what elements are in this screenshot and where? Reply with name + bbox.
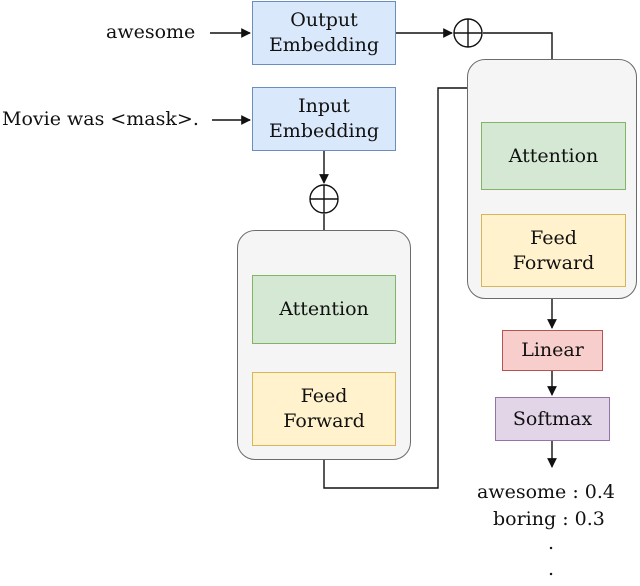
input-embedding-line2: Embedding xyxy=(268,120,380,142)
encoder-feed-forward-box: Feed Forward xyxy=(252,372,396,446)
output-embedding-box: Output Embedding xyxy=(252,1,396,65)
linear-label: Linear xyxy=(521,339,584,362)
encoder-attention-box: Attention xyxy=(252,275,396,344)
decoder-attention-box: Attention xyxy=(481,122,626,190)
output-ellipsis-dot-2: . xyxy=(548,558,555,580)
decoder-ff-line2: Forward xyxy=(512,251,595,274)
output-ellipsis-dot-1: . xyxy=(548,532,555,554)
linear-box: Linear xyxy=(502,330,603,371)
circled-plus-icon xyxy=(453,18,483,48)
encoder-attention-label: Attention xyxy=(279,298,369,321)
output-embedding-line1: Output xyxy=(290,9,358,32)
target-token-label: awesome xyxy=(106,21,196,43)
softmax-box: Softmax xyxy=(495,397,610,441)
output-prob-awesome: awesome : 0.4 xyxy=(477,481,615,503)
input-embedding-box: Input Embedding xyxy=(252,87,396,151)
encoder-ff-line2: Forward xyxy=(283,410,365,432)
circled-plus-icon xyxy=(309,184,339,214)
output-embedding-line2: Embedding xyxy=(268,34,380,56)
decoder-attention-label: Attention xyxy=(508,144,599,167)
decoder-feed-forward-box: Feed Forward xyxy=(481,214,626,287)
softmax-label: Softmax xyxy=(512,407,593,430)
decoder-ff-line1: Feed xyxy=(530,226,577,249)
input-embedding-line1: Input xyxy=(298,95,350,118)
encoder-ff-line1: Feed xyxy=(300,385,348,408)
source-sentence-label: Movie was <mask>. xyxy=(2,108,199,130)
output-prob-boring: boring : 0.3 xyxy=(493,508,605,530)
